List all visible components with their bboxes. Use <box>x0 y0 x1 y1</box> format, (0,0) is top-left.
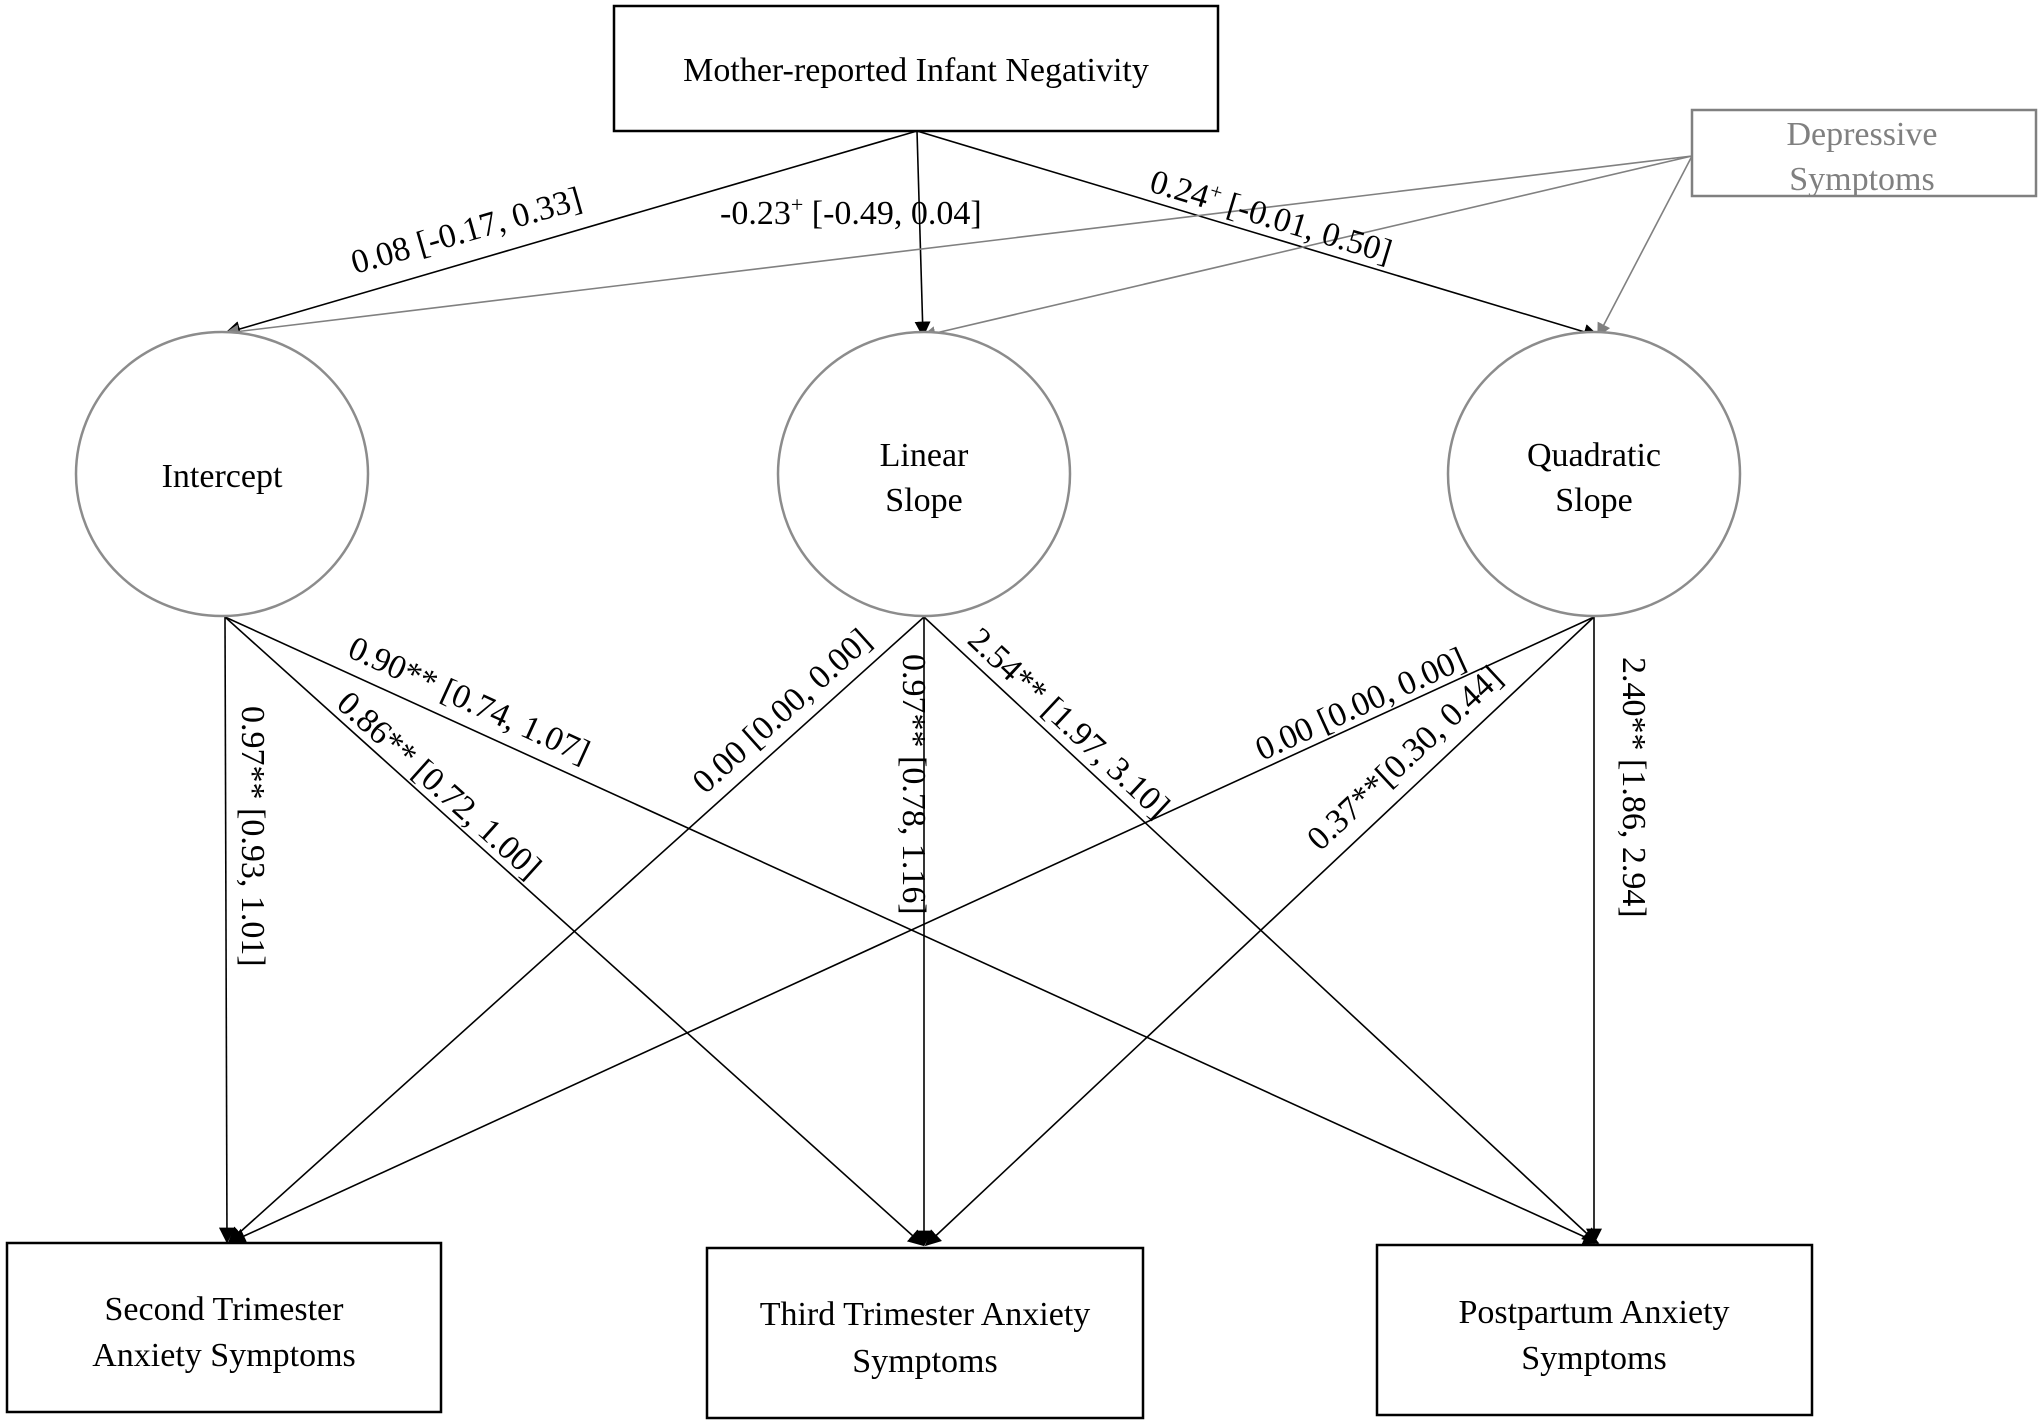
coef-negativity-quadratic-ci: [-0.01, 0.50] <box>1215 184 1397 271</box>
coef-negativity-quadratic-est: 0.24 <box>1146 163 1214 216</box>
quadratic-slope-label-line1: Quadratic <box>1527 437 1661 474</box>
covariate-label-line2: Symptoms <box>1789 161 1934 198</box>
coef-intercept-second: 0.97** [0.93, 1.01] <box>234 706 271 967</box>
path-negativity-quadratic <box>916 130 1600 340</box>
covariate-node: Depressive Symptoms <box>1690 108 2038 198</box>
coef-linear-second: 0.00 [0.00, 0.00] <box>686 622 879 801</box>
coef-quadratic-postpartum: 2.40** [1.86, 2.94] <box>1615 657 1652 918</box>
path-negativity-linear <box>914 130 931 338</box>
coef-linear-postpartum: 2.54** [1.97, 3.10] <box>961 621 1177 826</box>
second-trimester-label-line2: Anxiety Symptoms <box>92 1337 356 1374</box>
coef-negativity-linear: -0.23+ [-0.49, 0.04] <box>720 192 982 232</box>
linear-slope-label-line2: Slope <box>885 482 962 519</box>
second-trimester-label-line1: Second Trimester <box>105 1291 345 1328</box>
intercept-node: Intercept <box>74 330 370 618</box>
third-trimester-label-line1: Third Trimester Anxiety <box>760 1296 1091 1333</box>
path-covariate-quadratic <box>1597 155 1693 338</box>
third-trimester-node: Third Trimester Anxiety Symptoms <box>705 1246 1145 1420</box>
third-trimester-label-line2: Symptoms <box>852 1343 997 1380</box>
second-trimester-node: Second Trimester Anxiety Symptoms <box>5 1241 443 1414</box>
postpartum-label-line2: Symptoms <box>1521 1340 1666 1377</box>
linear-slope-node: Linear Slope <box>776 330 1072 618</box>
path-intercept-second <box>218 616 235 1244</box>
quadratic-slope-label-line2: Slope <box>1555 482 1632 519</box>
postpartum-label-line1: Postpartum Anxiety <box>1458 1294 1729 1331</box>
coef-negativity-linear-sup: + <box>791 192 803 217</box>
path-negativity-intercept <box>224 130 918 337</box>
coef-negativity-linear-ci: [-0.49, 0.04] <box>803 195 981 232</box>
predictor-label: Mother-reported Infant Negativity <box>683 52 1149 89</box>
covariate-label-line1: Depressive <box>1786 116 1937 153</box>
linear-slope-label-line1: Linear <box>880 437 969 474</box>
path-quadratic-third <box>924 616 1595 1247</box>
intercept-label: Intercept <box>162 458 283 495</box>
predictor-node: Mother-reported Infant Negativity <box>612 4 1220 133</box>
coef-negativity-linear-est: -0.23 <box>720 195 791 232</box>
path-linear-second <box>227 616 925 1244</box>
coef-linear-third: 0.97** [0.78, 1.16] <box>895 654 932 915</box>
quadratic-slope-node: Quadratic Slope <box>1446 330 1742 618</box>
path-covariate-intercept <box>224 155 1693 339</box>
path-quadratic-second <box>229 616 1595 1244</box>
coef-negativity-intercept: 0.08 [-0.17, 0.33] <box>347 181 586 282</box>
postpartum-node: Postpartum Anxiety Symptoms <box>1375 1243 1814 1417</box>
path-covariate-linear <box>921 155 1693 340</box>
